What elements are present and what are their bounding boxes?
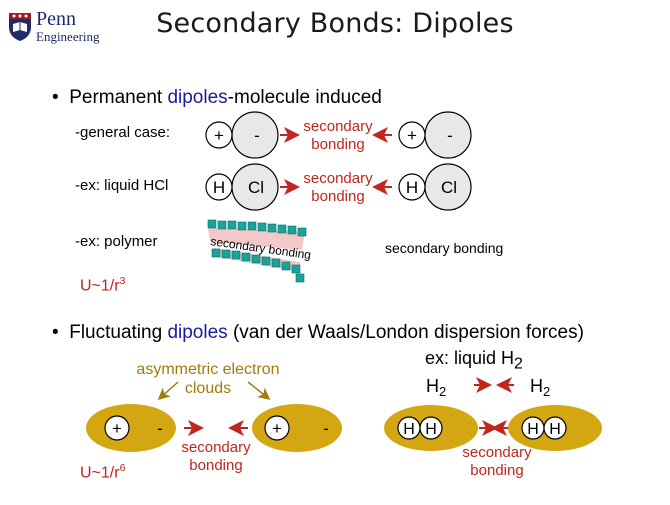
potential-r6-base: U~1/r bbox=[80, 464, 120, 482]
bullet-fluct-highlight: dipoles bbox=[167, 322, 228, 343]
fluct-secondary-b: bonding bbox=[189, 457, 242, 474]
penn-shield-icon bbox=[9, 13, 31, 41]
polymer-chain-bottom bbox=[211, 248, 305, 283]
asym-pointer-right bbox=[247, 381, 271, 400]
cl-atom-label: Cl bbox=[248, 178, 264, 197]
bullet-fluctuating-dipoles: • Fluctuating dipoles (van der Waals/Lon… bbox=[52, 322, 584, 344]
secondary-label-1a: secondary bbox=[303, 118, 373, 135]
fluct-dipole-left: + - bbox=[86, 404, 176, 452]
minus-sign: - bbox=[447, 126, 453, 145]
h-atom-label: H bbox=[527, 421, 539, 438]
bullet-dot: • bbox=[52, 87, 70, 108]
h2-molecule-right: H H bbox=[508, 405, 602, 451]
potential-r6-exp: 6 bbox=[119, 462, 126, 474]
row-general-label: -general case: bbox=[75, 124, 171, 141]
h-atom-label: H bbox=[406, 178, 418, 197]
bullet-fluct-pre: Fluctuating bbox=[69, 322, 168, 343]
bullet-fluct-post: (van der Waals/London dispersion forces) bbox=[227, 322, 584, 343]
h2-right-label: H2 bbox=[530, 376, 550, 399]
bullet-permanent-pre: Permanent bbox=[69, 87, 168, 108]
permanent-dipole-diagram: + - + - secondary bonding H Cl H Cl seco… bbox=[205, 111, 503, 283]
liquid-h2-example: ex: liquid H2 bbox=[425, 348, 523, 374]
row-polymer-label: -ex: polymer bbox=[75, 233, 158, 250]
bullet-dot: • bbox=[52, 322, 70, 343]
fluct-dipole-right: + - bbox=[252, 404, 342, 452]
plus-sign: + bbox=[112, 419, 122, 438]
bullet-permanent-post: -molecule induced bbox=[227, 87, 382, 108]
asym-line1: asymmetric electron bbox=[136, 361, 280, 378]
h2-molecule-left: H H bbox=[384, 405, 478, 451]
minus-sign: - bbox=[323, 419, 329, 438]
asym-line2: clouds bbox=[184, 380, 232, 397]
potential-r6: U~1/r6 bbox=[80, 462, 125, 482]
polymer-chain-top bbox=[207, 219, 307, 237]
general-dipole-right: + - bbox=[398, 111, 472, 159]
asym-pointer-left bbox=[157, 381, 179, 400]
plus-sign: + bbox=[214, 126, 224, 145]
ex-sub: 2 bbox=[514, 355, 523, 373]
potential-r3-base: U~1/r bbox=[80, 277, 120, 295]
general-dipole-left: + - bbox=[205, 111, 279, 159]
penn-logo: Penn Engineering bbox=[8, 8, 118, 46]
potential-r3: U~1/r3 bbox=[80, 275, 125, 295]
h2-left-label: H2 bbox=[426, 376, 446, 399]
fluct-secondary-a: secondary bbox=[181, 439, 251, 456]
minus-sign: - bbox=[254, 126, 260, 145]
polymer-caption: secondary bonding bbox=[385, 240, 503, 256]
ex-prefix: ex: liquid H bbox=[425, 348, 515, 368]
h2-secondary-b: bonding bbox=[470, 462, 523, 479]
plus-sign: + bbox=[272, 419, 282, 438]
row-hcl-label: -ex: liquid HCl bbox=[75, 177, 169, 194]
minus-sign: - bbox=[157, 419, 163, 438]
h-atom-label: H bbox=[425, 421, 437, 438]
hcl-molecule-left: H Cl bbox=[205, 163, 279, 211]
hcl-molecule-right: H Cl bbox=[398, 163, 472, 211]
logo-engineering: Engineering bbox=[36, 29, 100, 44]
bullet-permanent-dipoles: • Permanent dipoles-molecule induced bbox=[52, 87, 382, 109]
slide-title: Secondary Bonds: Dipoles bbox=[156, 8, 514, 39]
secondary-label-1b: bonding bbox=[311, 136, 364, 153]
secondary-label-2a: secondary bbox=[303, 170, 373, 187]
logo-penn: Penn bbox=[36, 8, 76, 30]
h2-secondary-a: secondary bbox=[462, 444, 532, 461]
secondary-label-2b: bonding bbox=[311, 188, 364, 205]
potential-r3-exp: 3 bbox=[119, 275, 126, 287]
polymer-chains: secondary bonding bbox=[207, 219, 312, 283]
bullet-permanent-highlight: dipoles bbox=[167, 87, 228, 108]
cl-atom-label: Cl bbox=[441, 178, 457, 197]
asymmetric-clouds-label: asymmetric electron clouds bbox=[118, 360, 298, 398]
h-atom-label: H bbox=[213, 178, 225, 197]
plus-sign: + bbox=[407, 126, 417, 145]
h-atom-label: H bbox=[549, 421, 561, 438]
h-atom-label: H bbox=[403, 421, 415, 438]
